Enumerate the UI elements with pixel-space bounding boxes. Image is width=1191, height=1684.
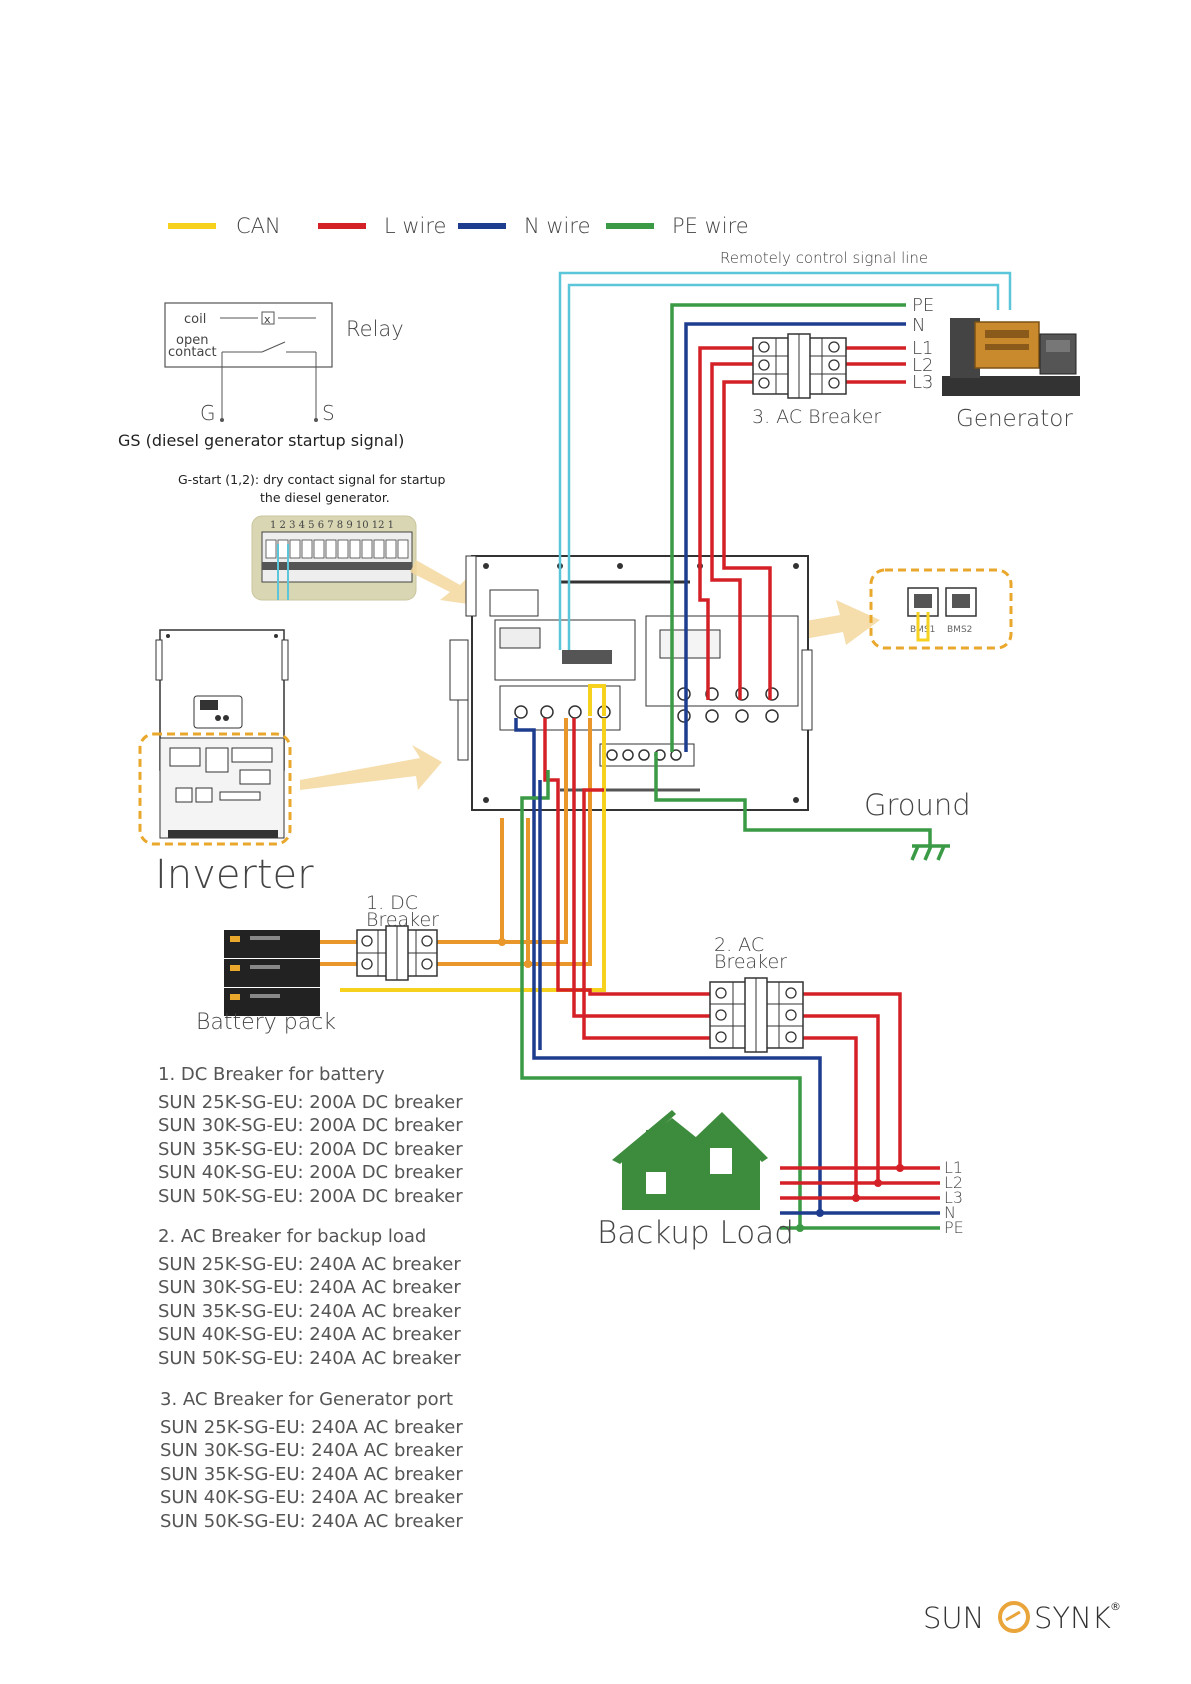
spec-item: SUN 40K-SG-EU: 240A AC breaker	[160, 1487, 463, 1508]
terminal-block-zoom: 1 2 3 4 5 6 7 8 9 10 12 1	[251, 515, 417, 601]
ground-wire	[654, 752, 932, 846]
ac-breaker-2-label-2: Breaker	[714, 951, 787, 973]
ac-breaker-3	[752, 333, 847, 399]
spec-item: SUN 30K-SG-EU: 200A DC breaker	[158, 1115, 463, 1136]
gen-term-l2: L2	[912, 355, 933, 376]
wire-junctions	[498, 938, 532, 968]
backup-load-label: Backup Load	[597, 1215, 794, 1251]
gstart-caption-2: the diesel generator.	[260, 490, 390, 505]
gstart-caption-1: G-start (1,2): dry contact signal for st…	[178, 472, 445, 487]
spec-item: SUN 50K-SG-EU: 200A DC breaker	[158, 1185, 463, 1207]
gen-term-l3: L3	[912, 372, 933, 393]
brand-logo: SUN SYNK ®	[923, 1600, 1121, 1635]
relay-s-label: S	[322, 401, 335, 425]
inverter-wiring-box	[449, 555, 813, 811]
backup-term-l3: L3	[944, 1188, 963, 1207]
bms-ports: BMS1 BMS2	[869, 568, 1013, 650]
ac-breaker-3-label: 3. AC Breaker	[752, 406, 881, 428]
generator-label: Generator	[956, 406, 1073, 432]
spec-item: SUN 30K-SG-EU: 240A AC breaker	[160, 1440, 463, 1461]
relay-g-label: G	[200, 401, 216, 425]
spec-item: SUN 30K-SG-EU: 240A AC breaker	[158, 1277, 461, 1298]
backup-term-pe: PE	[944, 1218, 964, 1237]
legend-label-l: L wire	[384, 214, 446, 238]
spec-item: SUN 40K-SG-EU: 200A DC breaker	[158, 1162, 463, 1183]
spec-item: SUN 35K-SG-EU: 240A AC breaker	[158, 1300, 461, 1322]
ground-label: Ground	[864, 788, 971, 822]
relay-symbol: coil x open contact Relay G S GS (diesel…	[118, 302, 404, 450]
backup-term-l1: L1	[944, 1158, 963, 1177]
backup-term-n: N	[944, 1203, 956, 1222]
spec-ac-breaker-backup: 2. AC Breaker for backup load SUN 25K-SG…	[158, 1225, 461, 1370]
dc-breaker-label-2: Breaker	[366, 909, 439, 931]
spec-ac-breaker-generator: 3. AC Breaker for Generator port SUN 25K…	[160, 1388, 463, 1533]
bms2-label: BMS2	[947, 625, 972, 635]
relay-title: Relay	[346, 317, 404, 341]
signal-line-label: Remotely control signal line	[720, 249, 928, 267]
spec-item: SUN 35K-SG-EU: 200A DC breaker	[158, 1138, 463, 1160]
brand-reg: ®	[1110, 1600, 1121, 1613]
gen-term-n: N	[912, 315, 925, 336]
house-icon	[612, 1110, 768, 1210]
relay-contact-label: contact	[168, 345, 217, 360]
dc-breaker-label-1: 1. DC	[366, 892, 418, 914]
gen-term-pe: PE	[912, 295, 934, 316]
spec-item: SUN 40K-SG-EU: 240A AC breaker	[158, 1324, 461, 1345]
spec-item: SUN 25K-SG-EU: 240A AC breaker	[158, 1253, 461, 1275]
legend-label-pe: PE wire	[672, 214, 749, 238]
brand-swirl-icon	[998, 1601, 1030, 1633]
backup-term-l2: L2	[944, 1173, 963, 1192]
battery-pack-icon	[224, 930, 320, 1016]
relay-coil-box	[261, 311, 275, 325]
bms1-label: BMS1	[910, 625, 935, 635]
signal-lines	[558, 271, 1012, 650]
spec-item: SUN 25K-SG-EU: 240A AC breaker	[160, 1416, 463, 1438]
spec-item: SUN 35K-SG-EU: 240A AC breaker	[160, 1463, 463, 1485]
ground-symbol	[910, 844, 950, 861]
backup-junctions	[796, 1164, 904, 1232]
spec-dc-breaker: 1. DC Breaker for battery SUN 25K-SG-EU:…	[158, 1063, 463, 1208]
inverter-label: Inverter	[155, 852, 314, 898]
gs-caption: GS (diesel generator startup signal)	[118, 431, 404, 450]
spec-heading: 1. DC Breaker for battery	[158, 1064, 385, 1085]
legend-label-can: CAN	[236, 214, 281, 238]
brand-left: SUN	[923, 1601, 984, 1635]
generator-terminal-labels: PE N L1 L2 L3	[912, 295, 934, 393]
backup-terminal-labels: L1 L2 L3 N PE	[944, 1158, 964, 1237]
inverter-unit	[138, 629, 292, 846]
spec-heading: 2. AC Breaker for backup load	[158, 1226, 427, 1247]
brand-right: SYNK	[1034, 1601, 1111, 1635]
relay-coil-label: coil	[184, 312, 206, 327]
spec-item: SUN 50K-SG-EU: 240A AC breaker	[158, 1347, 461, 1369]
ac-breaker-2	[709, 977, 804, 1053]
ac-breaker-2-label-1: 2. AC	[714, 934, 764, 956]
dc-breaker-1	[356, 925, 438, 981]
relay-open-label: open	[176, 333, 208, 348]
terminal-numbers: 1 2 3 4 5 6 7 8 9 10 12 1	[270, 520, 394, 531]
battery-label: Battery pack	[196, 1010, 336, 1035]
svg-text:x: x	[264, 313, 271, 326]
legend-label-n: N wire	[524, 214, 591, 238]
spec-heading: 3. AC Breaker for Generator port	[160, 1389, 454, 1410]
spec-item: SUN 25K-SG-EU: 200A DC breaker	[158, 1091, 463, 1113]
generator-icon	[942, 318, 1080, 396]
legend: CAN L wire N wire PE wire	[168, 214, 749, 238]
gen-term-l1: L1	[912, 338, 933, 359]
spec-item: SUN 50K-SG-EU: 240A AC breaker	[160, 1510, 463, 1532]
